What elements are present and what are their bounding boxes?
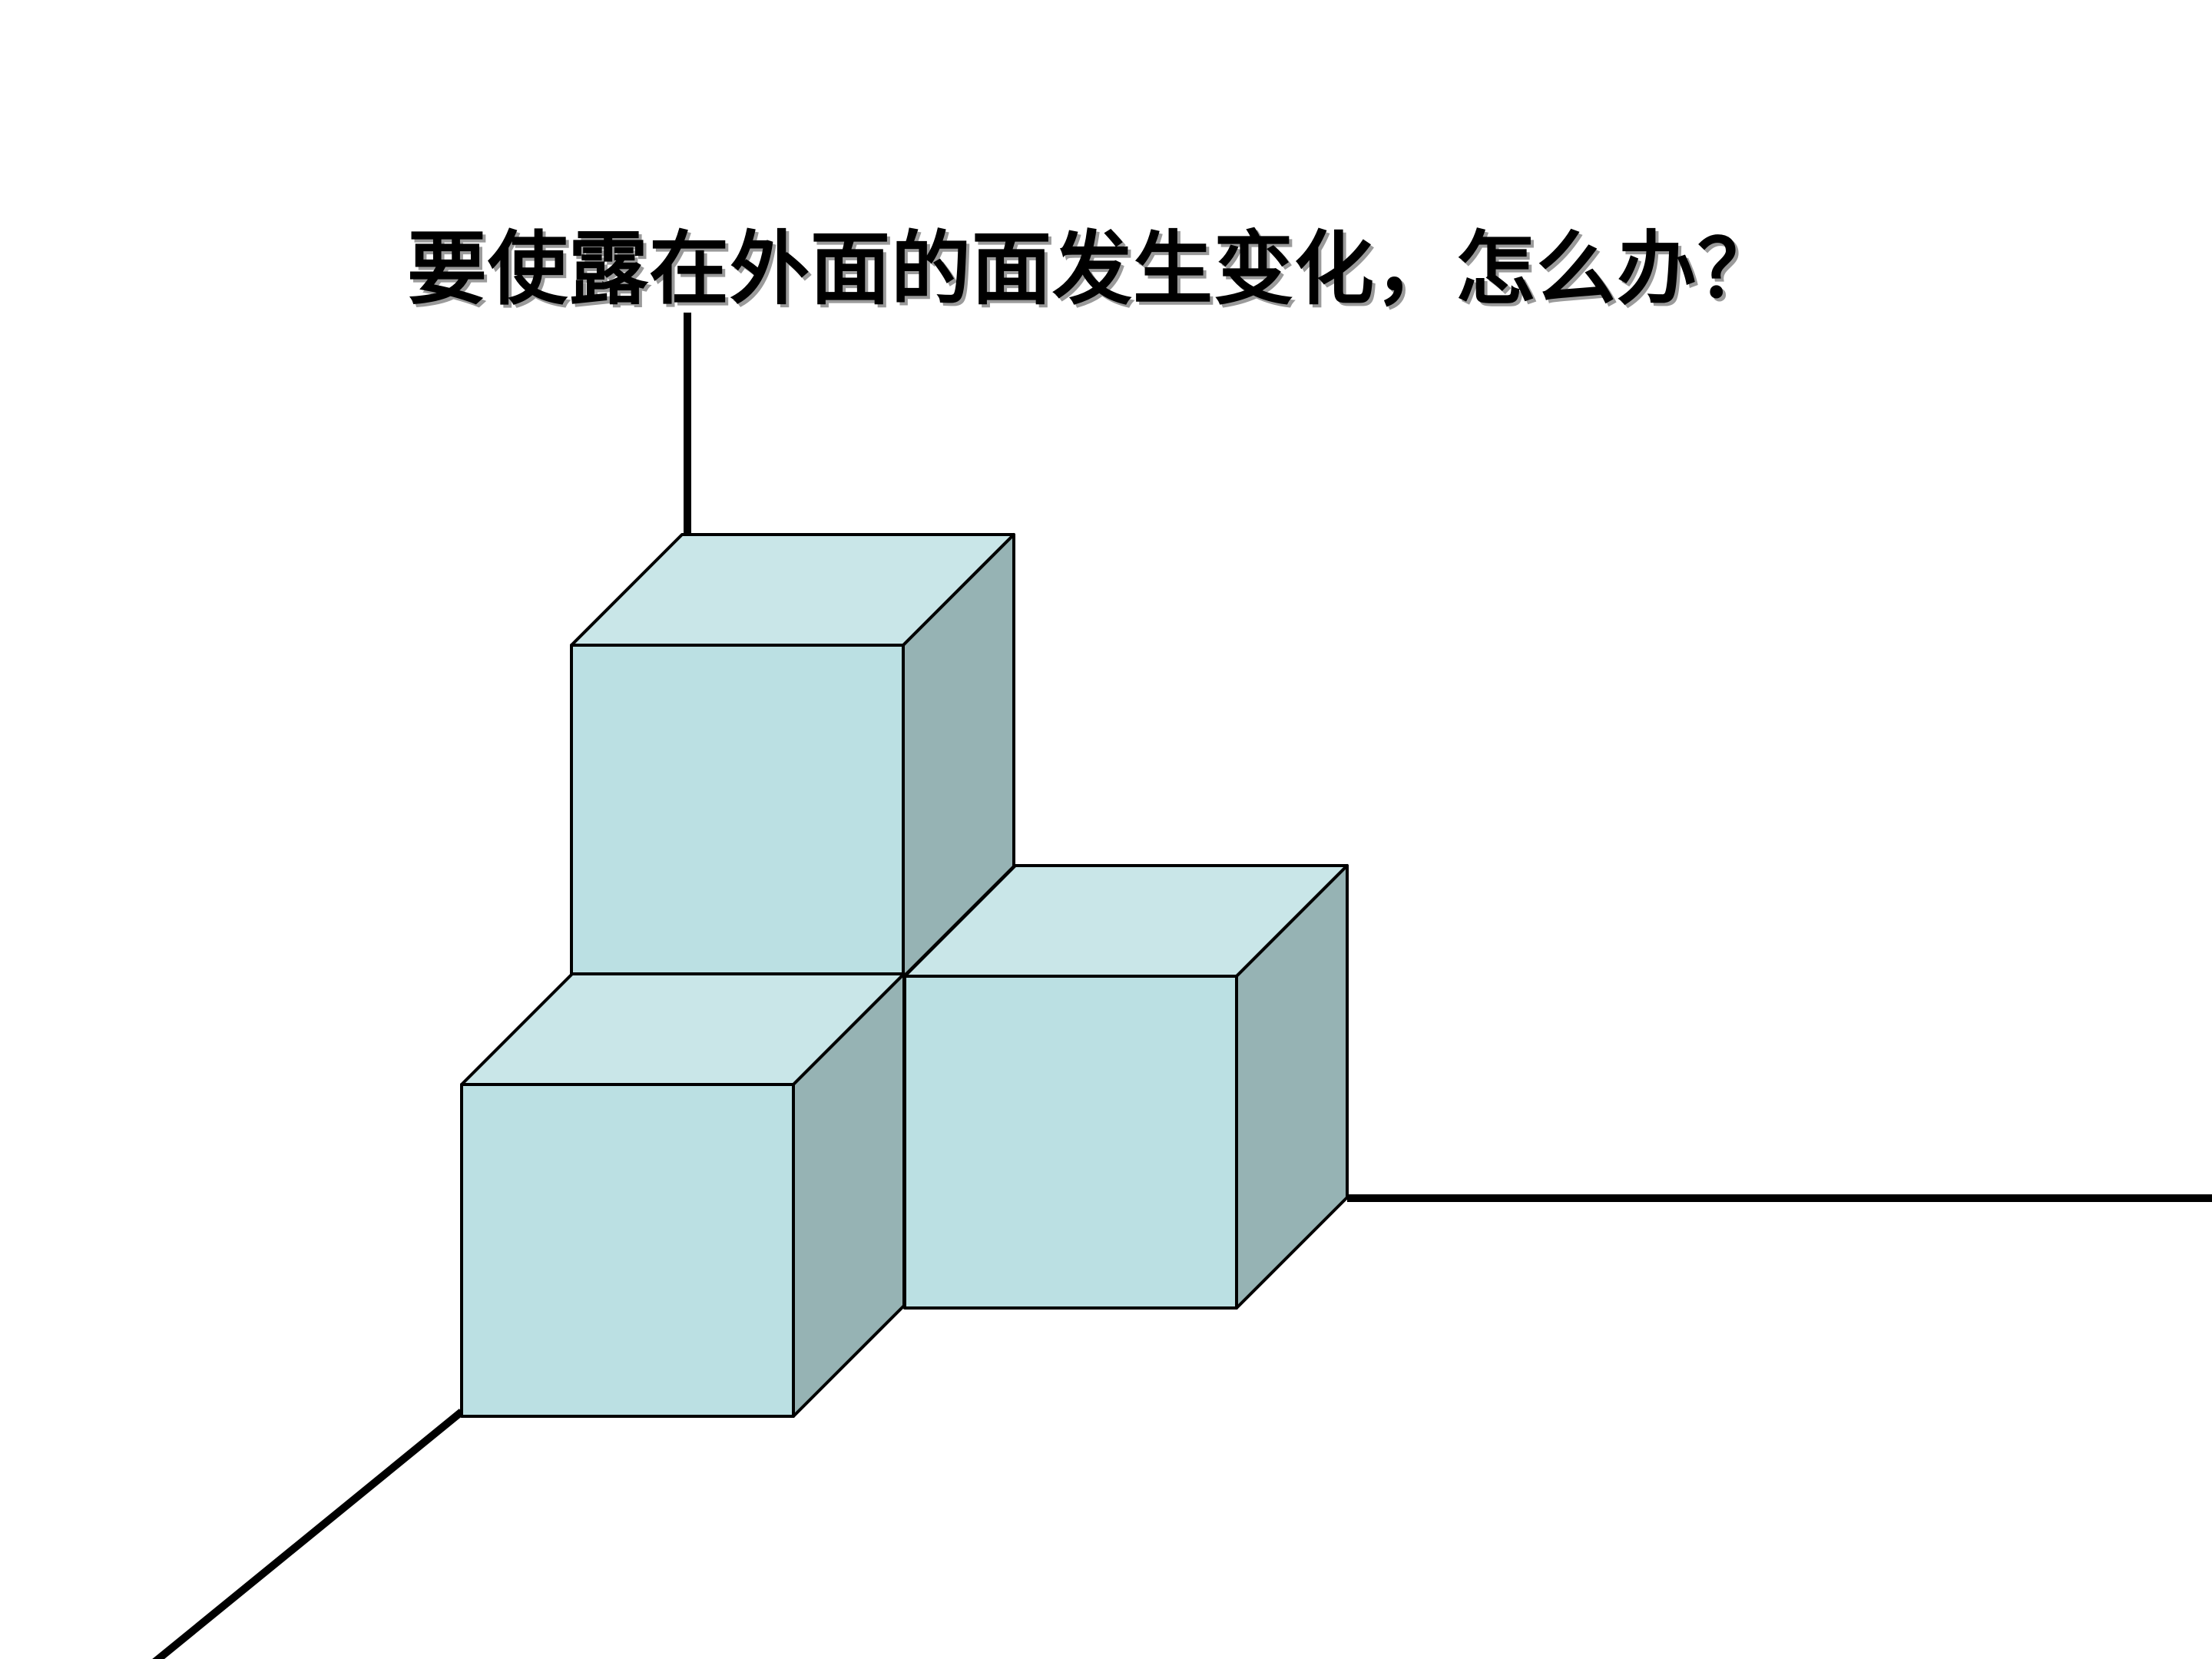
slide-title: 要使露在外面的面发生变化，怎么办？ bbox=[407, 221, 1779, 316]
axes bbox=[152, 313, 2212, 1659]
cube-front-face bbox=[460, 1083, 795, 1418]
cube-front-face bbox=[570, 644, 905, 979]
bottom-right-cube bbox=[903, 864, 1349, 1310]
bottom-left-cube bbox=[460, 972, 906, 1418]
cubes bbox=[460, 533, 1349, 1418]
top-cube bbox=[570, 533, 1015, 979]
cube-front-face bbox=[903, 975, 1238, 1310]
depth-axis bbox=[152, 1409, 465, 1659]
